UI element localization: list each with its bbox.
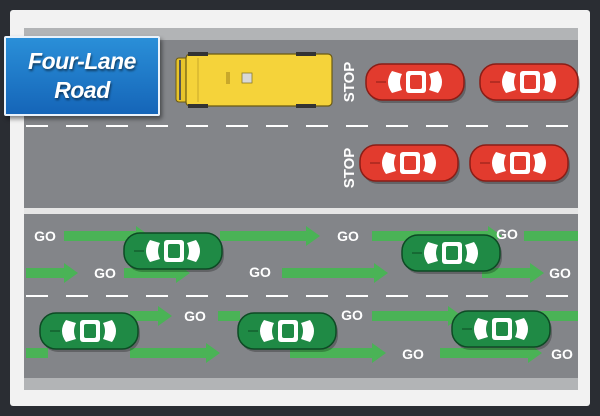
moving-car xyxy=(401,234,502,274)
go-label: GO xyxy=(184,308,206,324)
arrow xyxy=(220,226,320,246)
moving-car xyxy=(39,312,140,352)
moving-car xyxy=(237,312,338,352)
stopped-car xyxy=(469,144,570,184)
stop-label: STOP xyxy=(341,148,358,189)
go-label: GO xyxy=(34,228,56,244)
go-label: GO xyxy=(549,265,571,281)
arrow xyxy=(26,348,48,358)
vehicles xyxy=(39,63,580,352)
arrow xyxy=(524,231,578,241)
title-line-1: Four-Lane xyxy=(28,48,136,74)
stopped-car xyxy=(359,144,460,184)
go-label: GO xyxy=(402,346,424,362)
go-label: GO xyxy=(341,307,363,323)
moving-car xyxy=(123,232,224,272)
moving-car xyxy=(451,310,552,350)
go-label: GO xyxy=(496,226,518,242)
go-label: GO xyxy=(249,264,271,280)
go-label: GO xyxy=(94,265,116,281)
bottom-shoulder xyxy=(24,378,578,390)
median-strip xyxy=(24,208,578,214)
title-line-2: Road xyxy=(54,77,110,103)
go-label: GO xyxy=(551,346,573,362)
arrow xyxy=(440,343,542,363)
arrow xyxy=(540,311,578,321)
arrow xyxy=(282,263,388,283)
stopped-car xyxy=(479,63,580,103)
arrow xyxy=(26,263,78,283)
arrow xyxy=(130,306,172,326)
school-bus xyxy=(175,52,333,108)
title-badge: Four-Lane Road xyxy=(4,36,160,116)
top-shoulder xyxy=(24,28,578,40)
arrow xyxy=(482,263,544,283)
arrow xyxy=(218,311,240,321)
go-label: GO xyxy=(337,228,359,244)
stop-label: STOP xyxy=(341,62,358,103)
arrow xyxy=(372,306,462,326)
arrow xyxy=(130,343,220,363)
stopped-car xyxy=(365,63,466,103)
